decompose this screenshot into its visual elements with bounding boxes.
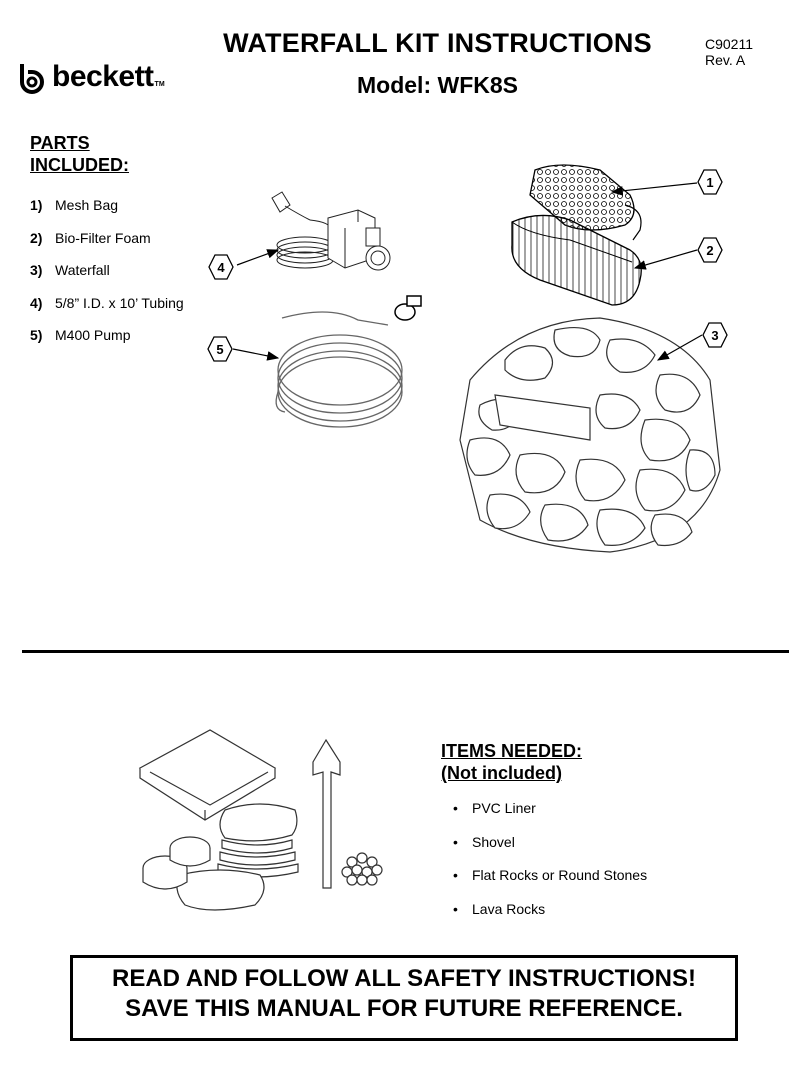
- parts-list: 1) Mesh Bag 2) Bio-Filter Foam 3) Waterfall…: [30, 197, 184, 360]
- hose-clamp-icon: [394, 295, 422, 321]
- pvc-liner-icon: [138, 729, 277, 821]
- bullet-icon: •: [453, 900, 458, 917]
- doc-revision: Rev. A: [705, 52, 746, 68]
- list-item: 2) Bio-Filter Foam: [30, 230, 184, 263]
- section-divider: [22, 650, 789, 653]
- list-item: • Lava Rocks: [453, 901, 647, 935]
- part-number: 5): [30, 327, 43, 343]
- part-number: 2): [30, 229, 43, 246]
- bullet-icon: •: [453, 867, 458, 883]
- parts-heading: PARTS INCLUDED:: [30, 132, 129, 176]
- list-item: • PVC Liner: [453, 800, 647, 834]
- shovel-icon: [312, 738, 341, 889]
- callout-2: 2: [697, 237, 723, 263]
- items-needed-heading: ITEMS NEEDED: (Not included): [441, 740, 582, 784]
- bullet-icon: •: [453, 800, 458, 816]
- part-label: Mesh Bag: [55, 197, 119, 213]
- parts-illustration: [232, 164, 721, 553]
- callout-1-label: 1: [706, 175, 713, 190]
- model-number: Model: WFK8S: [357, 72, 518, 98]
- part-label: Bio-Filter Foam: [55, 229, 151, 246]
- list-item: 4) 5/8” I.D. x 10’ Tubing: [30, 295, 184, 328]
- callout-2-label: 2: [706, 243, 713, 258]
- safety-notice-box: READ AND FOLLOW ALL SAFETY INSTRUCTIONS!…: [70, 955, 738, 1041]
- lava-rocks-icon: [341, 852, 383, 886]
- bullet-icon: •: [453, 833, 458, 850]
- list-item: 1) Mesh Bag: [30, 197, 184, 230]
- item-label: PVC Liner: [472, 800, 536, 816]
- tubing-coil-icon: [275, 311, 403, 428]
- callout-4-label: 4: [217, 260, 225, 275]
- part-label: 5/8” I.D. x 10’ Tubing: [55, 294, 184, 311]
- callout-1: 1: [697, 169, 723, 195]
- part-number: 3): [30, 262, 43, 278]
- callout-3-label: 3: [711, 328, 718, 343]
- bio-filter-foam-icon: [511, 214, 642, 306]
- callout-5: 5: [207, 336, 233, 362]
- doc-number: C90211: [705, 36, 754, 52]
- list-item: 5) M400 Pump: [30, 327, 184, 360]
- list-item: • Shovel: [453, 834, 647, 868]
- list-item: • Flat Rocks or Round Stones: [453, 867, 647, 901]
- part-label: M400 Pump: [55, 327, 131, 343]
- brand-name: beckett: [52, 60, 154, 93]
- part-label: Waterfall: [55, 262, 110, 278]
- part-number: 4): [30, 294, 43, 311]
- brand-trademark: TM: [154, 80, 165, 88]
- flat-rocks-icon: [142, 803, 299, 911]
- pump-icon: [271, 191, 391, 271]
- safety-line-2: SAVE THIS MANUAL FOR FUTURE REFERENCE.: [125, 995, 683, 1022]
- beckett-logo-icon: [20, 64, 44, 94]
- callout-3: 3: [702, 322, 728, 348]
- items-needed-illustration: [138, 729, 383, 911]
- items-needed-list: • PVC Liner • Shovel • Flat Rocks or Round …: [453, 800, 647, 934]
- page-title: WATERFALL KIT INSTRUCTIONS: [223, 28, 652, 58]
- parts-heading-line1: PARTS: [30, 133, 90, 153]
- brand-logo: beckett TM: [18, 60, 165, 94]
- item-label: Shovel: [472, 833, 515, 850]
- item-label: Flat Rocks or Round Stones: [472, 867, 648, 883]
- list-item: 3) Waterfall: [30, 262, 184, 295]
- document-id: C90211 Rev. A: [705, 36, 753, 68]
- item-label: Lava Rocks: [472, 900, 546, 917]
- callout-5-label: 5: [216, 342, 223, 357]
- items-needed-heading-line1: ITEMS NEEDED:: [441, 741, 583, 761]
- part-number: 1): [30, 197, 43, 213]
- parts-heading-line2: INCLUDED:: [30, 155, 129, 175]
- safety-line-1: READ AND FOLLOW ALL SAFETY INSTRUCTIONS!: [112, 965, 696, 992]
- waterfall-icon: [459, 317, 721, 553]
- items-needed-heading-line2: (Not included): [441, 763, 562, 783]
- callout-4: 4: [208, 254, 234, 280]
